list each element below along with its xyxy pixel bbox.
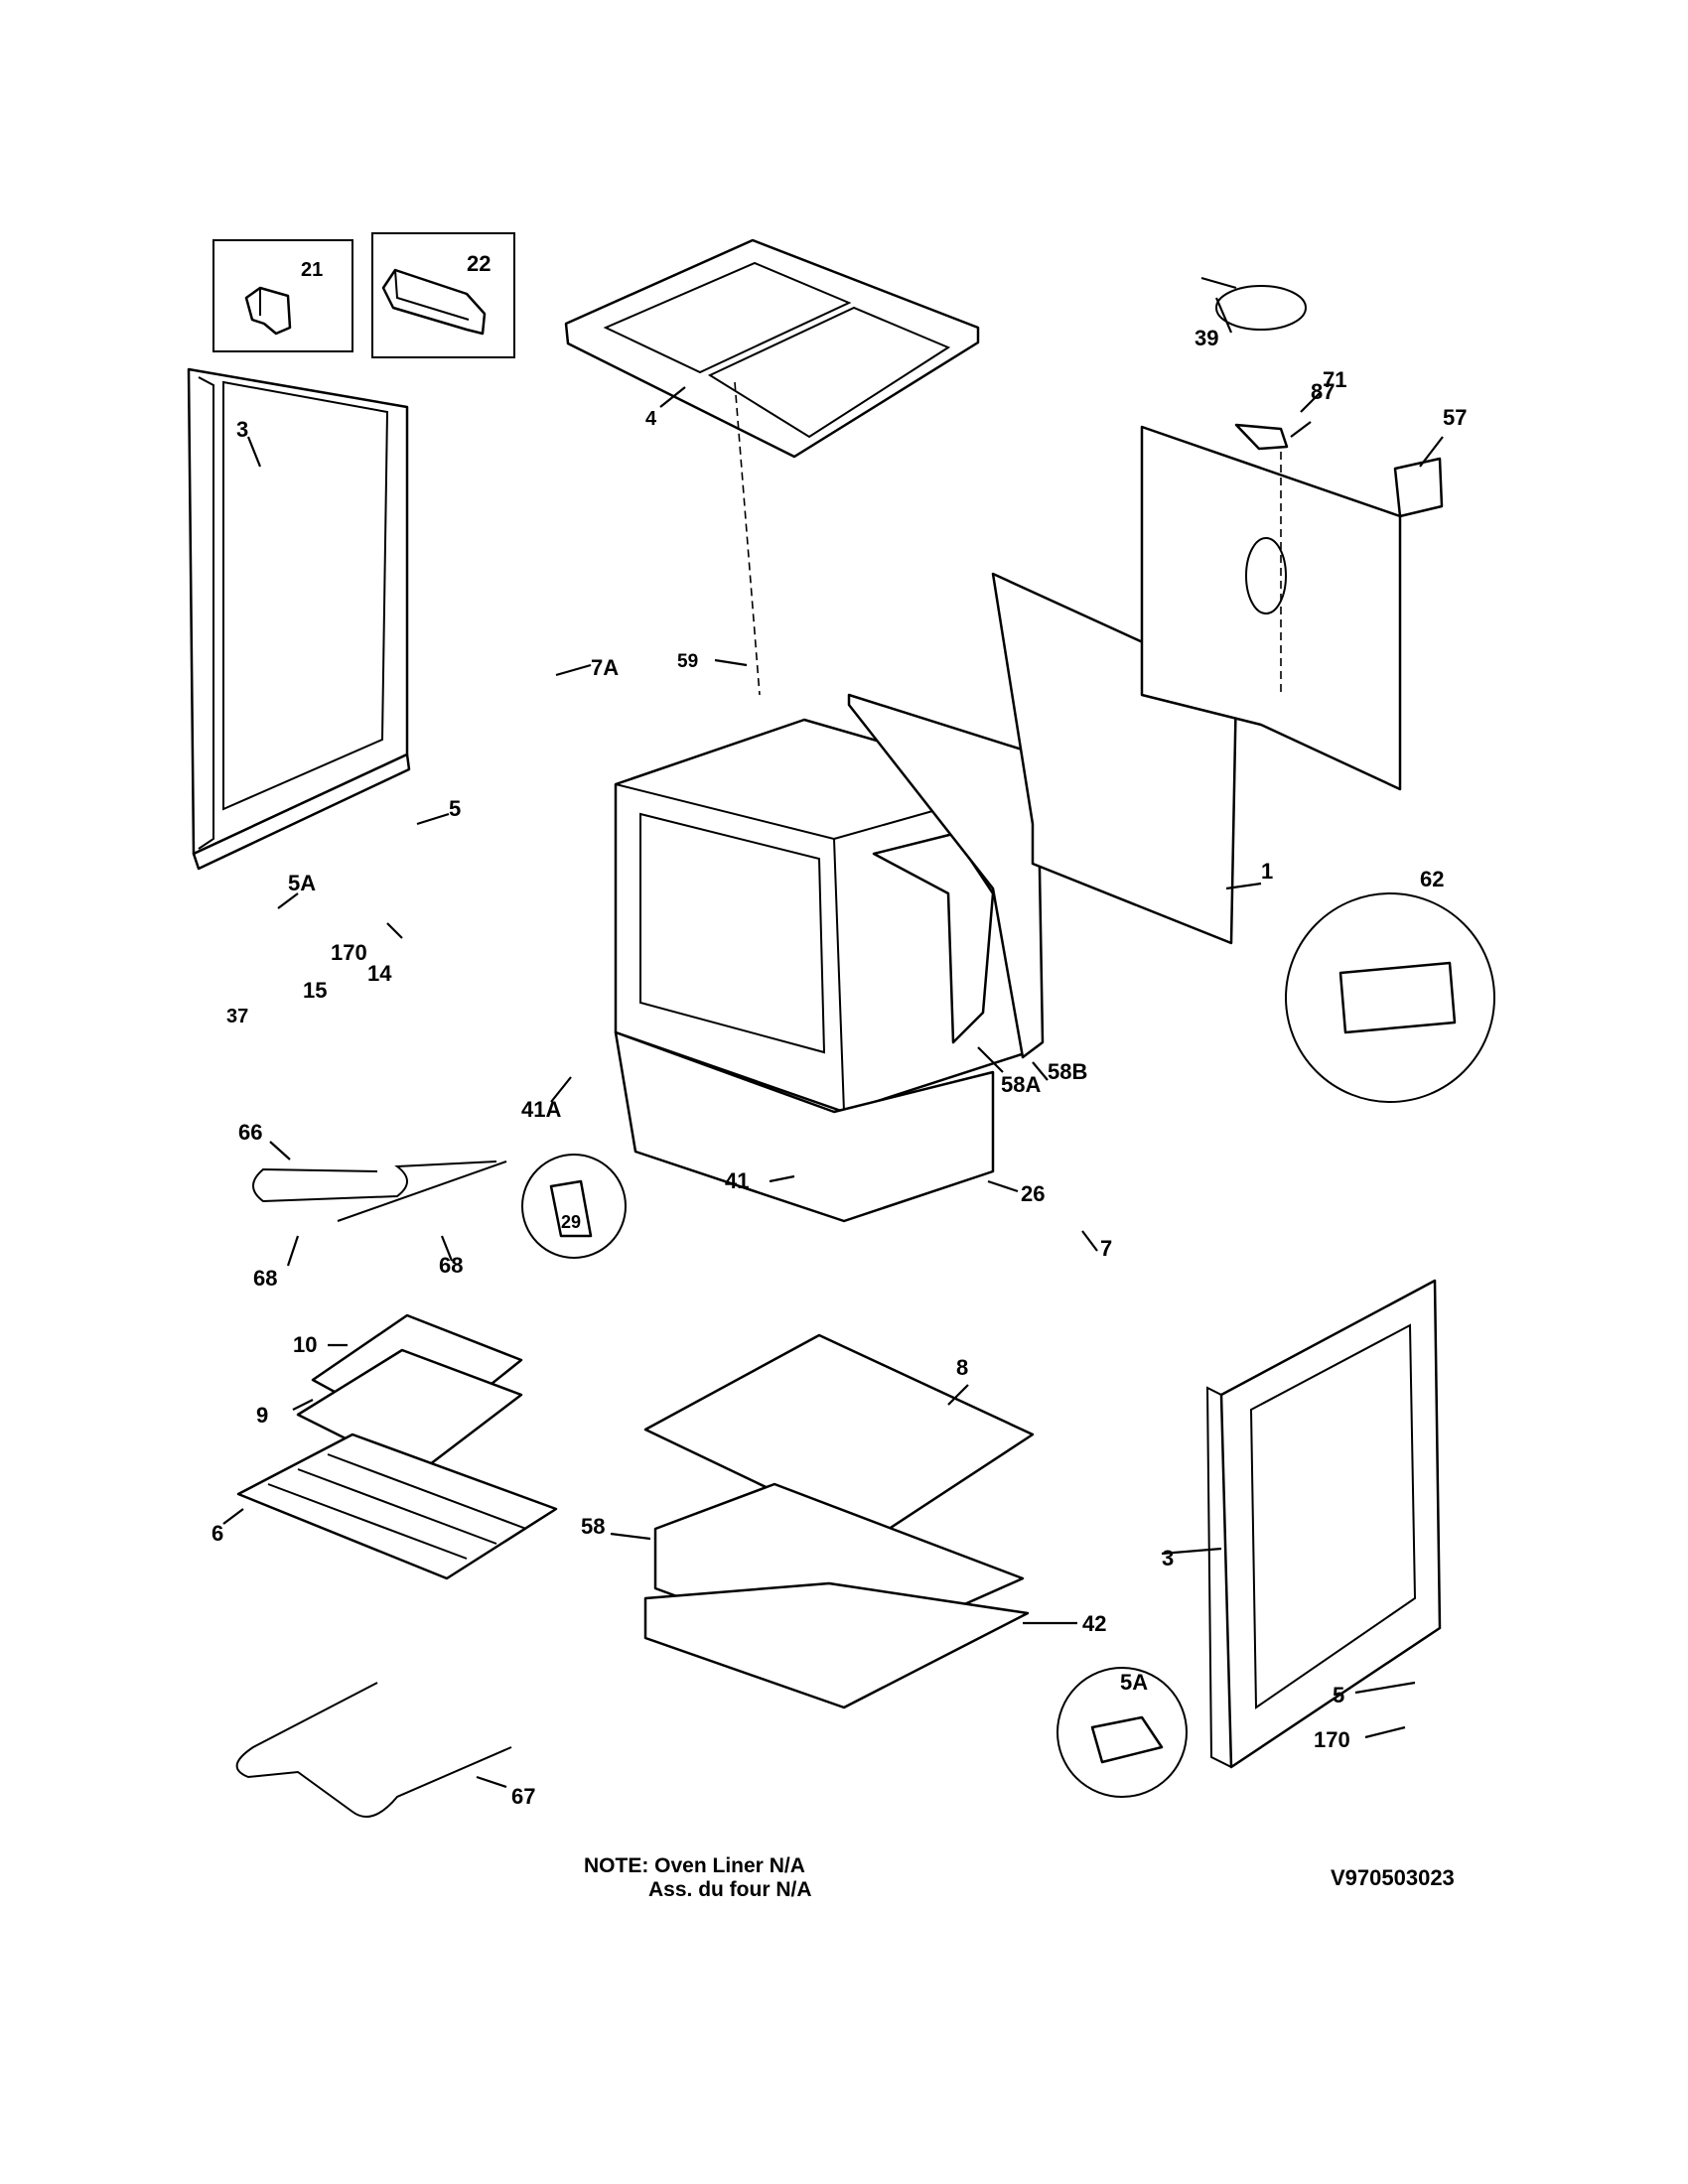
label-71: 71 [1323,367,1346,392]
bake-element-part-67 [235,1682,512,1818]
note-line-1: NOTE: Oven Liner N/A [584,1854,805,1877]
oven-door-part-3-left [187,367,411,871]
label-170-right: 170 [1314,1727,1350,1752]
label-1: 1 [1261,859,1273,884]
label-15: 15 [303,978,327,1003]
label-14: 14 [367,961,392,986]
label-5a-left: 5A [288,871,316,895]
label-68-right: 68 [439,1253,463,1278]
label-5a-right: 5A [1120,1670,1148,1695]
label-170-left: 170 [331,940,367,965]
label-66: 66 [238,1120,262,1145]
label-59: 59 [677,651,698,672]
label-62: 62 [1420,867,1444,891]
diagram-id: V970503023 [1331,1865,1455,1890]
terminal-block-part-62-detail [1285,892,1495,1103]
label-42: 42 [1082,1611,1106,1636]
oven-rack-part-6 [236,1433,558,1580]
label-58: 58 [581,1514,605,1539]
oven-door-part-3-right [1205,1279,1442,1769]
detail-part-29 [521,1154,627,1259]
leader-lines [222,297,1444,1789]
note-line-2: Ass. du four N/A [648,1878,812,1901]
label-6: 6 [211,1521,223,1546]
guide-line [734,381,761,696]
label-37: 37 [226,1006,248,1027]
label-41a: 41A [521,1097,561,1122]
label-8: 8 [956,1355,968,1380]
label-22: 22 [467,251,491,276]
label-29: 29 [561,1212,581,1232]
label-58b: 58B [1048,1059,1087,1084]
label-10: 10 [293,1332,317,1357]
rear-cover-part-71 [1140,425,1402,791]
label-39: 39 [1195,326,1218,350]
label-67: 67 [511,1784,535,1809]
label-9: 9 [256,1403,268,1428]
detail-part-5a-right [1056,1667,1188,1798]
inset-part-21 [212,239,353,352]
drawer-body-part-42 [643,1581,1030,1709]
bracket-part-87 [1234,423,1289,451]
top-panel-part-4 [564,238,980,459]
label-7: 7 [1100,1236,1112,1261]
part-labels: 21 22 3 4 39 87 57 71 7A 59 5 5A 170 15 … [211,251,1467,1809]
label-4: 4 [645,408,657,430]
label-41: 41 [725,1168,749,1193]
label-58a: 58A [1001,1072,1041,1097]
oven-cavity-body [614,718,1030,1223]
label-5-right: 5 [1333,1683,1344,1707]
label-7a: 7A [591,655,619,680]
label-68-left: 68 [253,1266,277,1291]
label-21: 21 [301,259,323,281]
label-3-left: 3 [236,417,248,442]
label-3-right: 3 [1162,1546,1174,1570]
label-26: 26 [1021,1181,1045,1206]
label-5-left: 5 [449,796,461,821]
label-57: 57 [1443,405,1467,430]
label-87: 87 [1311,379,1335,404]
inset-part-22 [371,232,515,358]
power-cord-part-39 [1200,277,1307,331]
broil-element-part-66 [252,1160,507,1222]
cover-part-57 [1393,457,1444,518]
